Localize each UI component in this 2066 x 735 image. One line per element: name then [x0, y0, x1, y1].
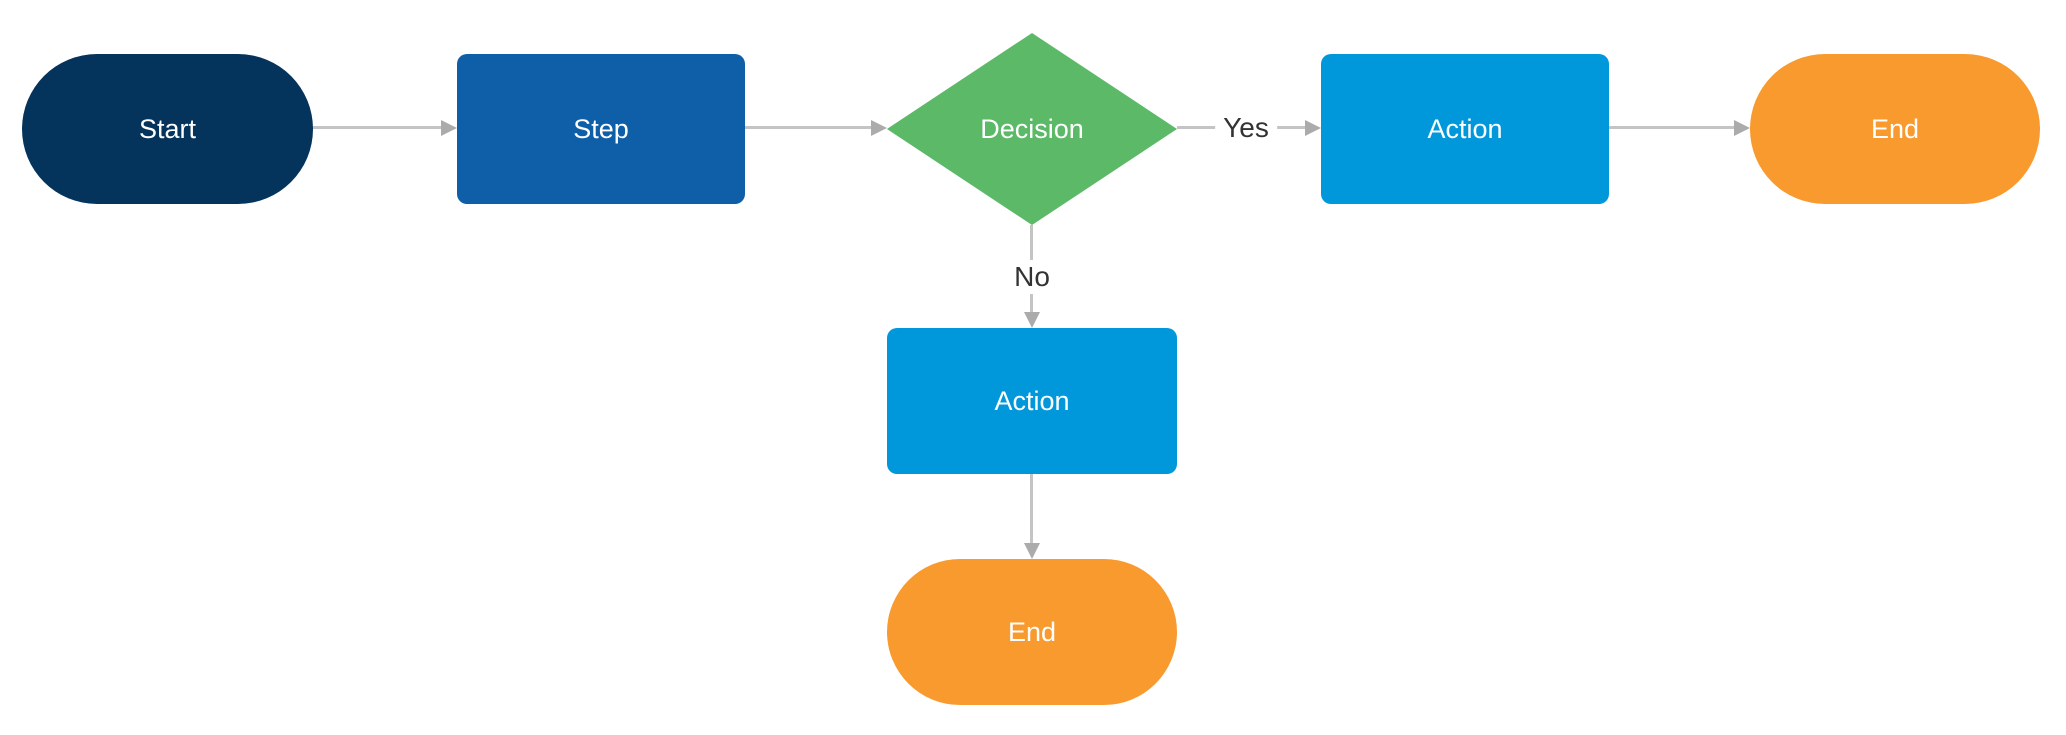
arrowhead-icon — [871, 120, 887, 136]
arrowhead-icon — [1024, 543, 1040, 559]
arrowhead-icon — [1305, 120, 1321, 136]
edge-label-no: No — [1006, 260, 1058, 294]
node-start[interactable]: Start — [22, 54, 313, 204]
node-step[interactable]: Step — [457, 54, 745, 204]
node-end-no-label: End — [1007, 616, 1057, 647]
node-action-yes-label: Action — [1427, 113, 1503, 144]
edge-action-no-to-end[interactable] — [1030, 474, 1033, 543]
node-decision[interactable]: Decision — [887, 33, 1177, 225]
arrowhead-icon — [441, 120, 457, 136]
node-action-no-label: Action — [994, 385, 1070, 416]
edge-step-to-decision[interactable] — [745, 126, 871, 129]
node-action-no[interactable]: Action — [887, 328, 1177, 474]
node-end-yes[interactable]: End — [1750, 54, 2040, 204]
edge-start-to-step[interactable] — [313, 126, 441, 129]
arrowhead-icon — [1024, 312, 1040, 328]
edge-action-yes-to-end[interactable] — [1609, 126, 1734, 129]
arrowhead-icon — [1734, 120, 1750, 136]
node-end-yes-label: End — [1870, 113, 1920, 144]
node-start-label: Start — [138, 113, 197, 144]
node-decision-label: Decision — [980, 113, 1084, 144]
node-action-yes[interactable]: Action — [1321, 54, 1609, 204]
edge-label-yes: Yes — [1215, 111, 1277, 145]
node-step-label: Step — [573, 113, 629, 144]
node-end-no[interactable]: End — [887, 559, 1177, 705]
